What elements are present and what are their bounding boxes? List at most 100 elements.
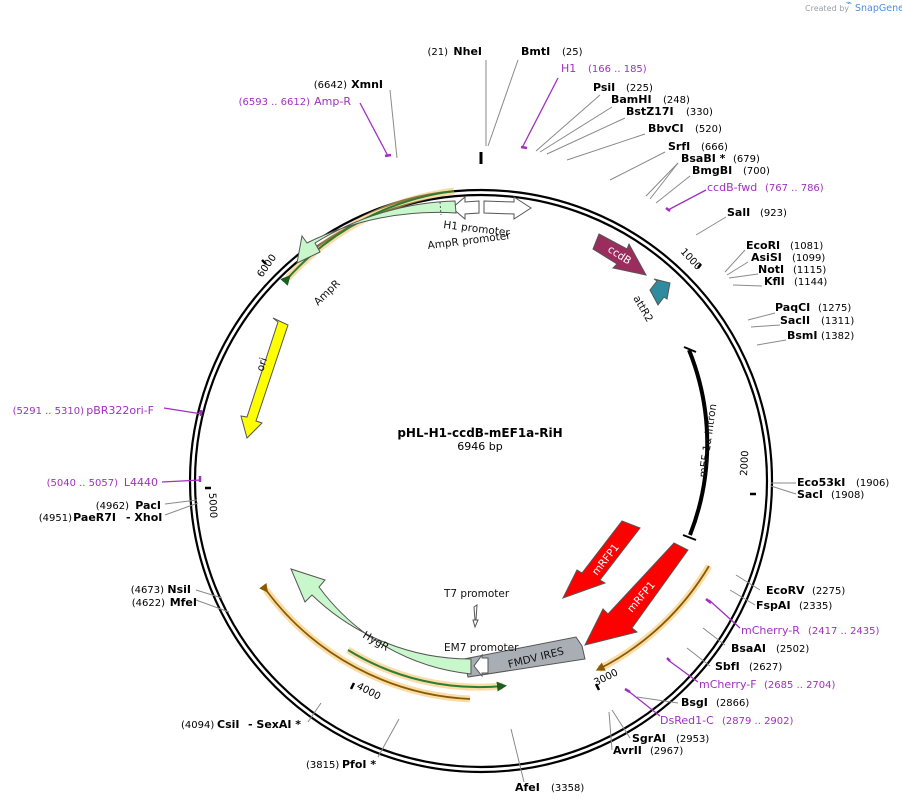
h1-promoter-arrow xyxy=(483,196,532,220)
feature-label-mef1a-intron: mEF-1α intron xyxy=(697,403,719,478)
enzyme-label: SbfI xyxy=(715,660,740,673)
enzyme-label: BmtI xyxy=(521,45,550,58)
ccdb-arrow xyxy=(592,233,647,276)
enzyme-label: SrfI xyxy=(668,140,690,153)
enzyme-pos: (520) xyxy=(695,124,722,135)
enzyme-leaders xyxy=(164,59,797,783)
enzyme-pos: (25) xyxy=(562,47,583,58)
tick-label: 3000 xyxy=(592,667,620,688)
enzyme-label: BsmI xyxy=(787,329,818,342)
tick-label: 5000 xyxy=(206,493,218,519)
primer-pos: (5291 .. 5310) xyxy=(13,406,85,417)
enzyme-pos: (225) xyxy=(626,83,653,94)
enzyme-label: SgrAI xyxy=(632,732,666,745)
enzyme-pos: (6642) xyxy=(314,80,347,91)
primer-label: DsRed1-C xyxy=(660,714,714,727)
plasmid-name: pHL-H1-ccdB-mEF1a-RiH xyxy=(397,426,562,440)
enzyme-pos: (330) xyxy=(686,107,713,118)
primer-pos: (5040 .. 5057) xyxy=(47,478,119,489)
enzyme-pos: (1382) xyxy=(821,331,854,342)
enzyme-pos: (679) xyxy=(733,154,760,165)
enzyme-label: - XhoI xyxy=(126,511,162,524)
feature-label-attr2: attR2 xyxy=(630,294,655,325)
enzyme-label: NotI xyxy=(758,263,784,276)
enzyme-pos: (2275) xyxy=(812,586,845,597)
enzyme-label: BsgI xyxy=(681,696,708,709)
enzyme-pos: (2627) xyxy=(749,662,782,673)
enzyme-label: AfeI xyxy=(515,781,540,794)
enzyme-label: BstZ17I xyxy=(626,105,674,118)
primer-label: L4440 xyxy=(124,476,158,489)
ori-arrow xyxy=(240,317,289,439)
em7-promoter-arrow xyxy=(473,653,489,678)
snapgene-logo-icon: ⌁ xyxy=(846,0,852,9)
enzyme-pos: (1115) xyxy=(793,265,826,276)
enzyme-pos: (1908) xyxy=(831,490,864,501)
enzyme-pos: (3815) xyxy=(306,760,339,771)
enzyme-pos: (1906) xyxy=(856,478,889,489)
enzyme-label: BamHI xyxy=(611,93,652,106)
enzyme-pos: (3358) xyxy=(551,783,584,794)
primer-label: mCherry-F xyxy=(699,678,757,691)
mrfp1-outer-arrow xyxy=(584,542,689,646)
primer-pos: (6593 .. 6612) xyxy=(239,97,311,108)
bp-ticks: 1000 2000 3000 4000 5000 6000 xyxy=(205,247,756,703)
enzyme-pos: (1275) xyxy=(818,303,851,314)
attr2-arrow xyxy=(649,278,671,306)
enzyme-label: MfeI xyxy=(170,596,197,609)
mrfp1-inner-arrow xyxy=(561,520,641,599)
enzyme-label: SacII xyxy=(780,314,810,327)
enzyme-label: KflI xyxy=(764,275,785,288)
primer-label: mCherry-R xyxy=(741,624,800,637)
enzyme-label: PfoI * xyxy=(342,758,376,771)
feature-label-hygr: HygR xyxy=(361,629,391,653)
tick-label: 4000 xyxy=(355,681,383,703)
backbone-inner xyxy=(193,193,769,769)
enzyme-pos: (1099) xyxy=(792,253,825,264)
enzyme-pos: (248) xyxy=(663,95,690,106)
feature-label-ampr: AmpR xyxy=(312,278,343,308)
enzyme-label: SacI xyxy=(797,488,823,501)
t7-promoter-arrow xyxy=(472,604,479,629)
tick-label: 2000 xyxy=(739,450,751,476)
enzyme-label: BbvCI xyxy=(648,122,684,135)
enzyme-label: BsaAI xyxy=(731,642,766,655)
primer-pos: (767 .. 786) xyxy=(765,183,824,194)
enzyme-pos: (2335) xyxy=(799,601,832,612)
enzyme-pos: (666) xyxy=(701,142,728,153)
enzyme-pos: (2967) xyxy=(650,746,683,757)
enzyme-pos: (4094) xyxy=(181,720,214,731)
enzyme-pos: (1311) xyxy=(821,316,854,327)
enzyme-label: CsiI xyxy=(217,718,239,731)
primer-label: pBR322ori-F xyxy=(86,404,154,417)
enzyme-pos: (2953) xyxy=(676,734,709,745)
enzyme-label: Eco53kI xyxy=(797,476,845,489)
credit-brand: SnapGene xyxy=(855,3,902,14)
primer-leaders xyxy=(161,77,741,717)
enzyme-label: AvrII xyxy=(613,744,642,757)
primer-pos: (2685 .. 2704) xyxy=(764,680,836,691)
primer-label: Amp-R xyxy=(314,95,351,108)
enzyme-label: EcoRI xyxy=(746,239,780,252)
enzyme-label: PaeR7I xyxy=(73,511,116,524)
primer-labels: H1 (166 .. 185) ccdB-fwd (767 .. 786) mC… xyxy=(13,62,880,727)
enzyme-pos: (4622) xyxy=(132,598,165,609)
enzyme-pos: (21) xyxy=(427,47,448,58)
feature-label-t7-promoter: T7 promoter xyxy=(443,588,510,600)
enzyme-label: SalI xyxy=(727,206,750,219)
enzyme-pos: (923) xyxy=(760,208,787,219)
enzyme-labels: NheI (21) BmtI (25) PsiI (225) BamHI (24… xyxy=(39,45,890,794)
enzyme-label: NsiI xyxy=(167,583,191,596)
enzyme-label: - SexAI * xyxy=(248,718,301,731)
credit-prefix: Created by xyxy=(805,4,849,13)
enzyme-pos: (1081) xyxy=(790,241,823,252)
enzyme-label: PaqCI xyxy=(775,301,810,314)
primer-pos: (2417 .. 2435) xyxy=(808,626,880,637)
enzyme-pos: (4673) xyxy=(131,585,164,596)
feature-label-ori: ori xyxy=(254,356,270,373)
enzyme-label: BsaBI * xyxy=(681,152,726,165)
primer-label: ccdB-fwd xyxy=(707,181,757,194)
enzyme-label: NheI xyxy=(453,45,482,58)
enzyme-label: BmgBI xyxy=(692,164,732,177)
